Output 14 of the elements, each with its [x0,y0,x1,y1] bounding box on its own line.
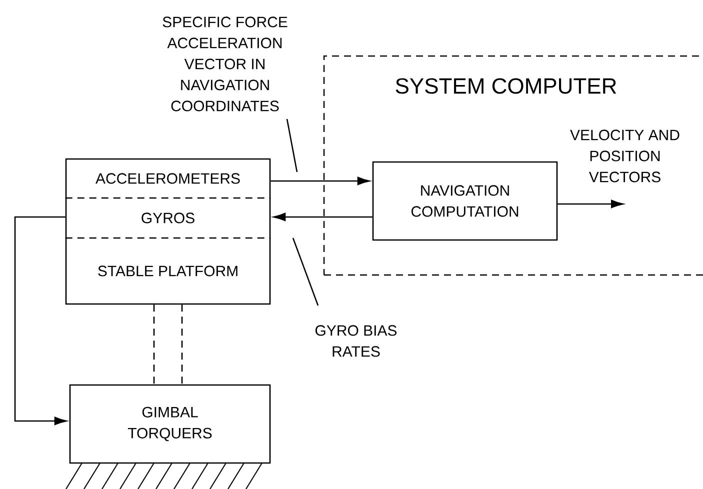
arrow [270,176,370,186]
leader-line [286,118,298,172]
dashed-link [153,304,155,384]
arrow [14,216,67,426]
edge-label: VELOCITY AND POSITION VECTORS [564,128,686,184]
process-box: GIMBAL TORQUERS [69,384,271,464]
dashed-link [181,304,183,384]
arrow [558,200,624,208]
platform-box: ACCELEROMETERS GYROS STABLE PLATFORM [65,158,271,305]
leader-line [292,238,319,306]
arrow [273,212,372,222]
leader-text: GYRO BIAS RATES [316,325,397,357]
process-box: NAVIGATION COMPUTATION [372,161,558,241]
leader-text: SPECIFIC FORCE ACCELERATION VECTOR IN NAVIGATION COORDINATES [162,16,288,112]
